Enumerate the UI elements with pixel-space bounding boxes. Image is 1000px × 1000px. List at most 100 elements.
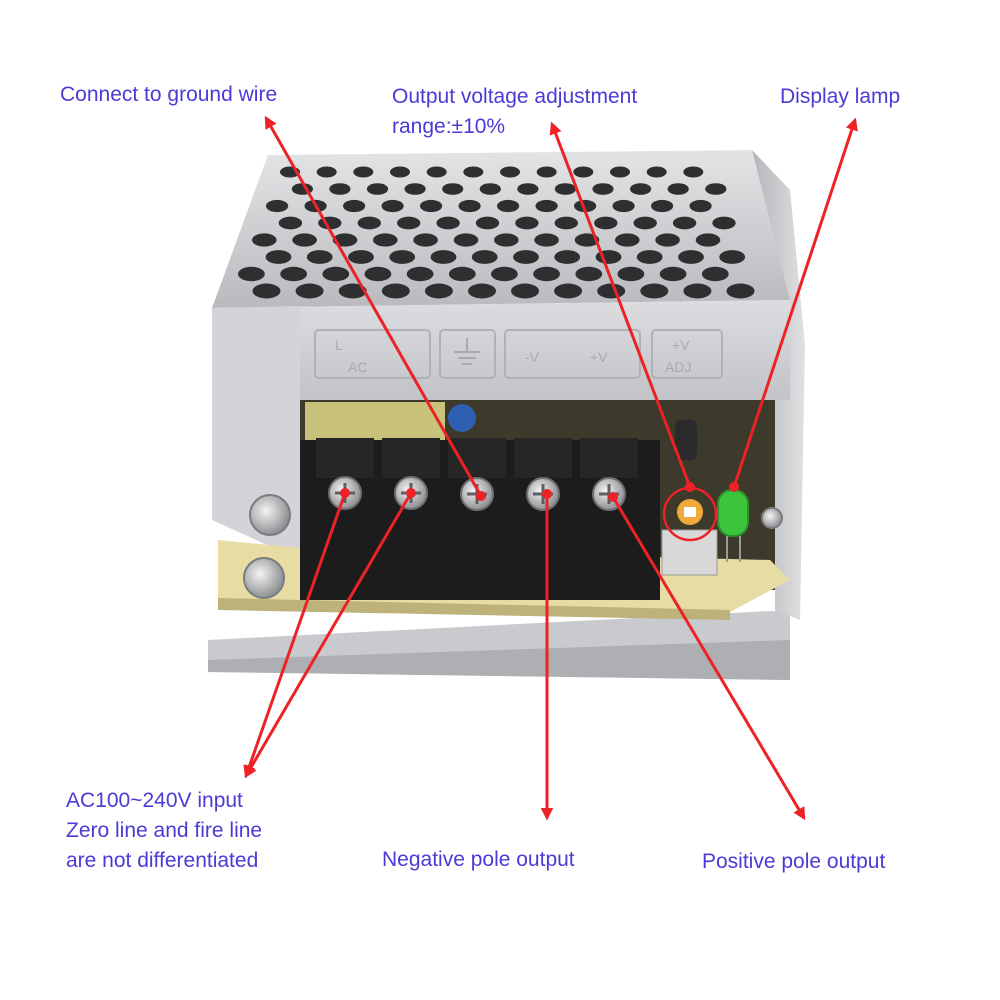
vent-hole [348, 250, 374, 264]
vent-hole [535, 199, 558, 213]
vent-hole [667, 183, 689, 195]
vent-hole [252, 283, 281, 299]
vent-hole [364, 266, 392, 282]
arrow-ac-l [243, 492, 347, 779]
vent-hole [615, 233, 640, 247]
vent-hole [513, 250, 539, 264]
vent-hole [574, 199, 597, 213]
vent-hole [610, 166, 630, 178]
vent-hole [597, 283, 626, 299]
vent-hole [678, 250, 704, 264]
arrow-positive [611, 496, 806, 821]
vent-hole [554, 250, 581, 264]
vent-hole [672, 216, 697, 230]
vent-hole [640, 283, 669, 299]
vent-hole [646, 166, 667, 178]
vent-hole [536, 166, 557, 178]
vent-hole [554, 183, 577, 195]
vent-hole [390, 166, 410, 178]
vent-hole [406, 266, 434, 282]
vent-hole [592, 183, 614, 195]
vent-hole [430, 250, 457, 264]
vent-hole [515, 216, 539, 230]
vent-hole [420, 199, 443, 213]
vent-hole [468, 283, 496, 299]
vent-hole [413, 233, 438, 247]
vent-hole [265, 250, 292, 264]
vent-hole [554, 216, 578, 230]
vent-hole [655, 233, 680, 247]
vent-hole [471, 250, 498, 264]
vent-hole [278, 216, 303, 230]
vent-hole [366, 183, 389, 195]
vent-hole [353, 166, 374, 178]
arrow-lamp [732, 117, 858, 488]
vent-hole [381, 199, 404, 213]
voltage-adjustment-label: Output voltage adjustment range:±10% [392, 82, 637, 142]
vent-hole [554, 283, 583, 299]
display-lamp-label: Display lamp [780, 82, 900, 112]
vent-hole [292, 233, 317, 247]
vent-hole [426, 166, 447, 178]
base-plate [208, 610, 790, 680]
vent-hole [574, 233, 600, 247]
marking-l: L [335, 337, 343, 353]
vent-hole [575, 266, 603, 282]
vent-hole [448, 266, 476, 282]
vent-hole [453, 233, 479, 247]
vent-hole [534, 233, 559, 247]
vent-hole [500, 166, 520, 178]
positive-output-text: Positive pole output [702, 850, 886, 873]
vent-hole [479, 183, 501, 195]
vent-hole [683, 166, 704, 178]
arrow-adjustment [549, 121, 692, 488]
ac-input-line1: AC100~240V input [66, 789, 243, 812]
vent-hole [573, 166, 594, 178]
marking-adj-v: +V [672, 337, 690, 353]
ac-input-line3: are not differentiated [66, 849, 259, 872]
vent-hole [651, 199, 674, 213]
vent-hole [689, 199, 712, 213]
ground-symbol-icon [454, 338, 480, 365]
case-top-panel [212, 150, 790, 308]
vent-hole [695, 233, 721, 247]
vent-hole [404, 183, 426, 195]
vent-hole [442, 183, 464, 195]
potentiometer-icon [661, 499, 718, 576]
vent-hole [322, 266, 350, 282]
vent-hole [497, 199, 520, 213]
marking-ac: AC [348, 359, 367, 375]
ac-input-label: AC100~240V input Zero line and fire line… [66, 786, 262, 876]
screw-icon [243, 557, 285, 599]
negative-output-text: Negative pole output [382, 848, 575, 871]
vent-hole [683, 283, 712, 299]
vent-hole [491, 266, 518, 282]
vent-hole [712, 216, 736, 230]
positive-output-label: Positive pole output [702, 847, 885, 877]
vent-hole [458, 199, 481, 213]
voltage-adjustment-line2: range:±10% [392, 115, 506, 138]
arrow-ground [264, 115, 483, 497]
vent-hole [494, 233, 519, 247]
vent-hole [594, 216, 618, 230]
arrow-ac-n [244, 492, 413, 779]
vent-hole [238, 266, 265, 282]
screw-icon [761, 507, 783, 529]
vent-hole [701, 266, 729, 282]
vent-hole [463, 166, 484, 178]
vent-hole [511, 283, 539, 299]
vent-hole [389, 250, 416, 264]
vent-hole [424, 283, 453, 299]
vent-hole [251, 233, 277, 247]
vent-hole [316, 166, 337, 178]
vent-hole [612, 199, 635, 213]
vent-hole [633, 216, 657, 230]
vent-hole [306, 250, 333, 264]
vent-hole [381, 283, 410, 299]
marking-v-plus: +V [590, 349, 608, 365]
vent-hole [266, 199, 289, 213]
vent-hole [338, 283, 367, 299]
display-lamp-text: Display lamp [780, 85, 901, 108]
terminal-block [300, 438, 660, 600]
